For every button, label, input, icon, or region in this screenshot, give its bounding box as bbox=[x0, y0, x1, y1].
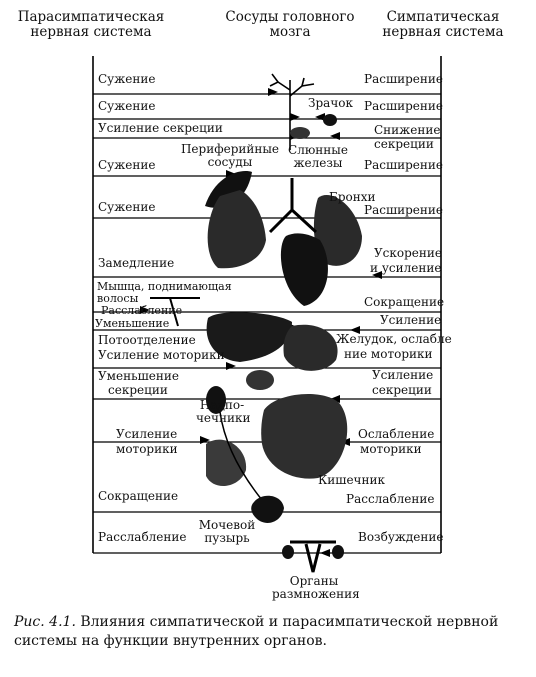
figure-caption: Рис. 4.1. Влияния симпатической и параси… bbox=[14, 613, 529, 651]
right-label-row7: Сокращение bbox=[364, 295, 445, 309]
left-label-row1: Сужение bbox=[98, 72, 156, 86]
brain-vessels bbox=[269, 73, 315, 150]
header-parasympathetic: Парасимпатическая нервная система bbox=[17, 9, 165, 40]
left-lung-shape bbox=[207, 190, 266, 269]
left-label-row4: Сужение bbox=[98, 158, 156, 172]
left-label-row3: Усиление секреции bbox=[98, 121, 223, 135]
right-label-row8b: Желудок, ослабле bbox=[336, 332, 452, 346]
right-label-row2: Расширение bbox=[364, 99, 443, 113]
right-label-row11: Расслабление bbox=[346, 492, 435, 506]
left-label-row9a: Уменьшение bbox=[98, 369, 179, 383]
left-label-row5: Сужение bbox=[98, 200, 156, 214]
left-label-row6: Замедление bbox=[98, 256, 175, 270]
hair-muscle-shape bbox=[150, 297, 200, 327]
right-label-row4: Расширение bbox=[364, 158, 443, 172]
caption-prefix: Рис. 4.1. bbox=[14, 614, 76, 630]
right-label-row3b: секреции bbox=[374, 137, 434, 151]
right-label-row6b: и усиление bbox=[370, 261, 442, 275]
stomach-shape bbox=[283, 324, 338, 371]
left-label-row7a: Мышца, поднимающая bbox=[97, 280, 232, 293]
left-label-row12: Расслабление bbox=[98, 530, 187, 544]
right-label-row8c: ние моторики bbox=[344, 347, 433, 361]
left-label-row8a: Потоотделение bbox=[98, 333, 196, 347]
left-label-row7d: Уменьшение bbox=[95, 317, 170, 330]
right-label-row8a: Усиление bbox=[380, 313, 442, 327]
left-label-row7b: волосы bbox=[97, 292, 139, 305]
salivary-gland-shape bbox=[290, 127, 310, 139]
left-label-row9b: секреции bbox=[108, 383, 168, 397]
peripheral-vessel-shape bbox=[205, 171, 252, 208]
trachea-shape bbox=[268, 178, 318, 234]
right-lung-shape bbox=[313, 195, 362, 266]
colon-shape bbox=[206, 439, 247, 487]
right-label-row1: Расширение bbox=[364, 72, 443, 86]
right-label-row12: Возбуждение bbox=[358, 530, 444, 544]
eye-shape bbox=[323, 114, 337, 126]
organ-label-pupil: Зрачок bbox=[308, 96, 353, 110]
ureter-shape bbox=[219, 411, 263, 501]
kidney-shape bbox=[246, 370, 274, 390]
organ-label-intestine: Кишечник bbox=[318, 473, 385, 487]
left-label-row11: Сокращение bbox=[98, 489, 179, 503]
caption-text: Влияния симпатической и парасимпатическо… bbox=[14, 614, 499, 649]
genitals-shape bbox=[282, 540, 344, 573]
organ-label-bronchi: Бронхи bbox=[329, 190, 376, 204]
right-label-row10b: моторики bbox=[360, 442, 422, 456]
left-label-row2: Сужение bbox=[98, 99, 156, 113]
organ-label-peripheral: Периферийные сосуды bbox=[180, 142, 280, 169]
right-label-row3a: Снижение bbox=[374, 123, 441, 137]
header-sympathetic: Симпатическая нервная система bbox=[382, 9, 504, 40]
right-label-row9a: Усиление bbox=[372, 368, 434, 382]
organ-label-genitals: Органы размножения bbox=[272, 574, 360, 601]
left-label-row10a: Усиление bbox=[116, 427, 178, 441]
right-label-row9b: секреции bbox=[372, 383, 432, 397]
intestine-shape bbox=[261, 393, 348, 479]
liver-shape bbox=[206, 312, 292, 362]
heart-shape bbox=[280, 233, 328, 306]
header-brain-vessels: Сосуды головного мозга bbox=[225, 9, 355, 40]
organ-label-adrenal: Надпо- чечники bbox=[196, 398, 251, 425]
right-label-row10a: Ослабление bbox=[358, 427, 435, 441]
left-label-row10b: моторики bbox=[116, 442, 178, 456]
left-label-row8b: Усиление моторики bbox=[98, 348, 225, 362]
bladder-shape bbox=[251, 495, 284, 523]
right-label-row5: Расширение bbox=[364, 203, 443, 217]
adrenal-shape bbox=[206, 386, 226, 414]
organ-label-salivary: Слюнные железы bbox=[288, 143, 348, 170]
organ-label-bladder: Мочевой пузырь bbox=[198, 518, 256, 545]
left-label-row7c: Расслабление bbox=[101, 304, 183, 317]
right-label-row6a: Ускорение bbox=[374, 246, 442, 260]
